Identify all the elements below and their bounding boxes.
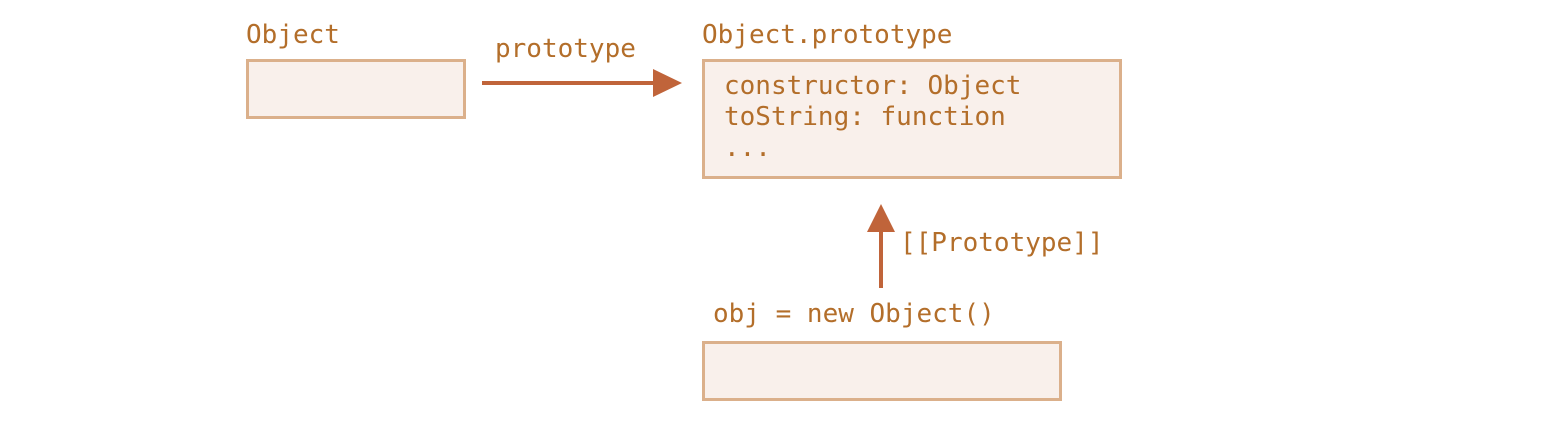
prototype-properties: constructor: Object toString: function .… [724, 71, 1021, 164]
property-tostring: toString: function [724, 102, 1006, 132]
object-title: Object [246, 20, 340, 50]
instance-title: obj = new Object() [713, 299, 995, 329]
object-prototype-box: constructor: Object toString: function .… [702, 59, 1122, 179]
prototype-arrow [482, 69, 682, 97]
proto-link-label: [[Prototype]] [900, 228, 1104, 258]
property-ellipsis: ... [724, 133, 771, 163]
object-box [246, 59, 466, 119]
prototype-edge-label: prototype [495, 34, 636, 64]
object-prototype-title: Object.prototype [702, 20, 953, 50]
proto-link-arrow [867, 204, 895, 288]
property-constructor: constructor: Object [724, 71, 1022, 101]
instance-box [702, 341, 1062, 401]
